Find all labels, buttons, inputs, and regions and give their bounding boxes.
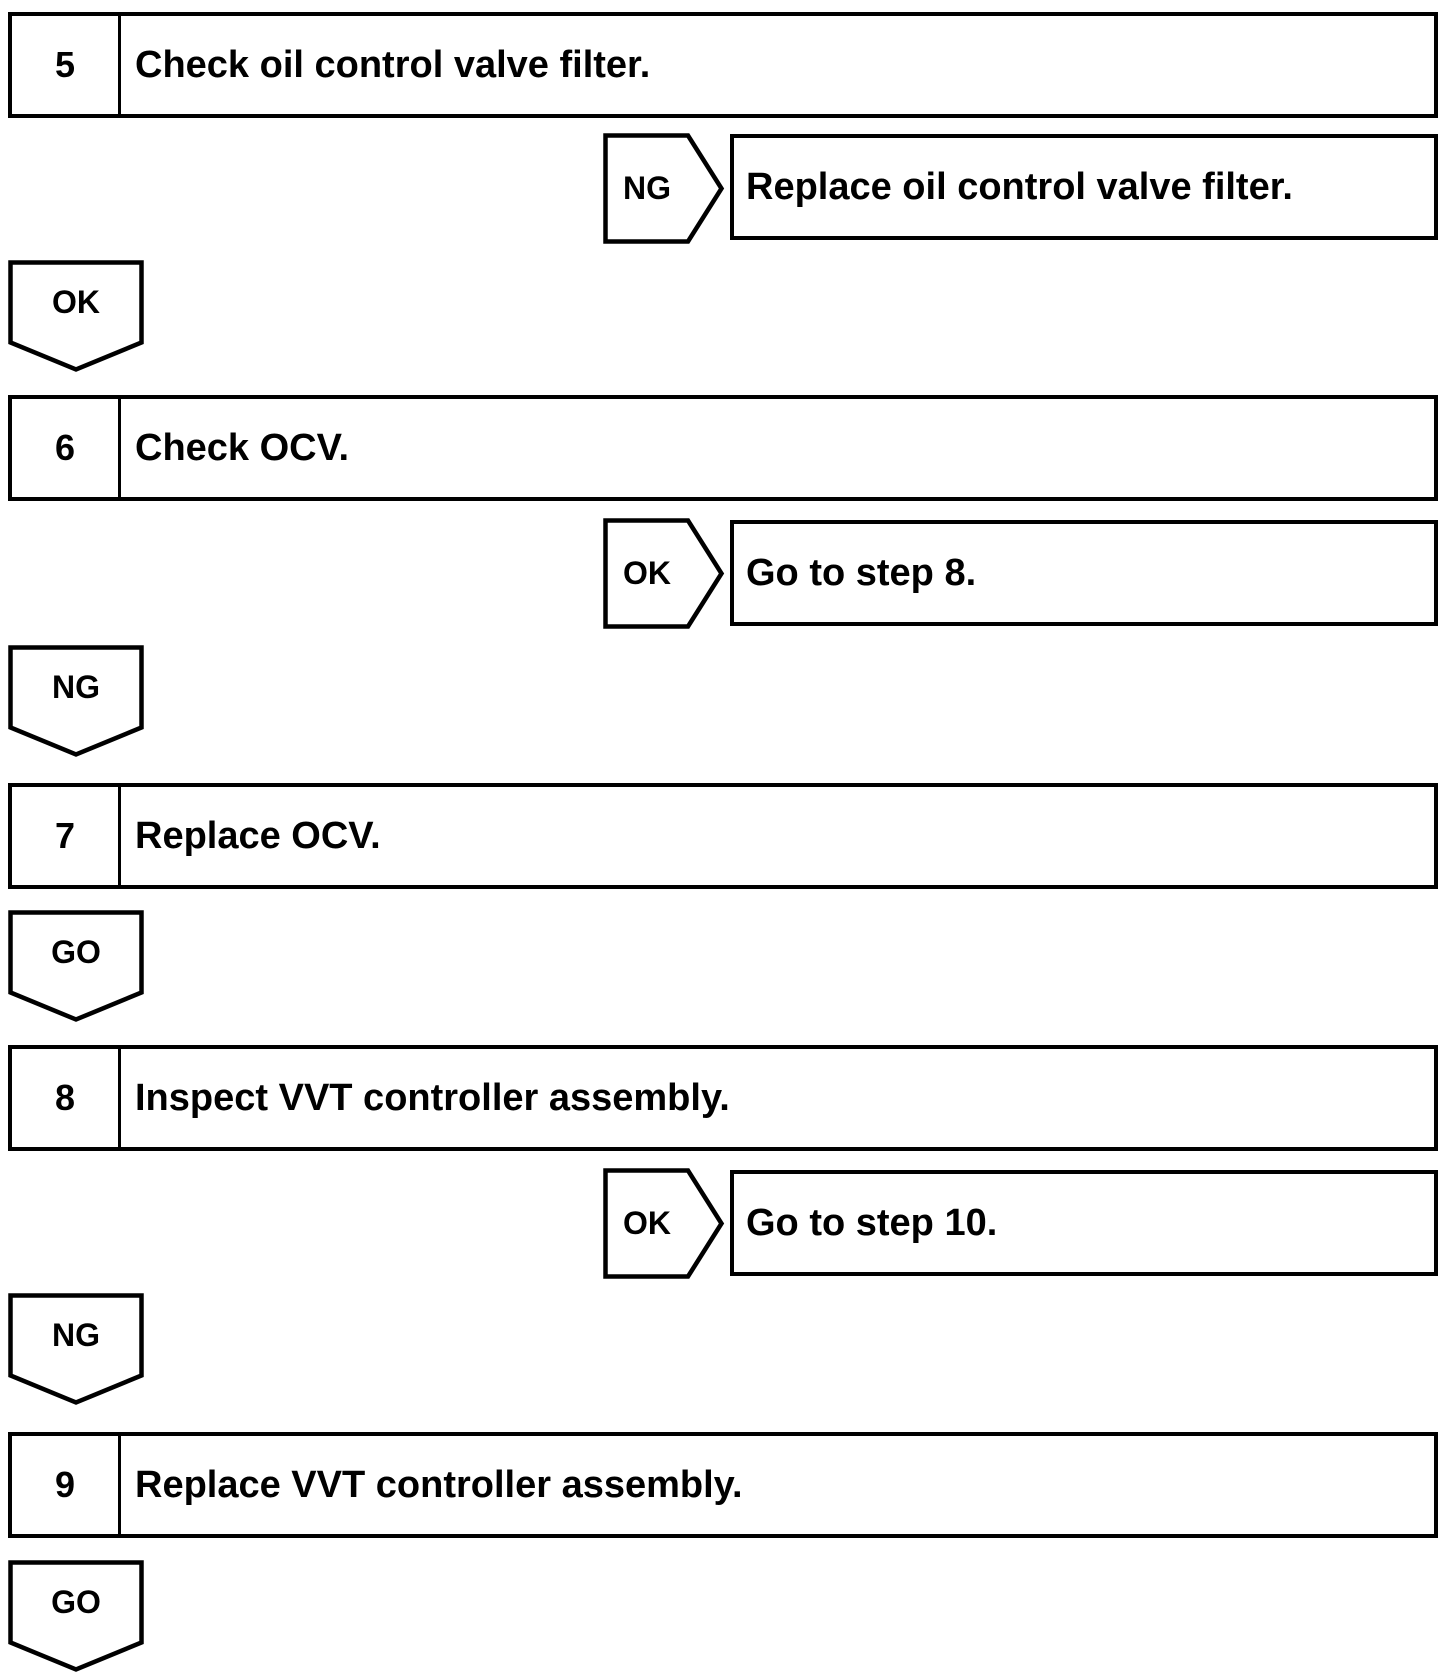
right-arrow-pentagon-icon bbox=[603, 518, 725, 629]
connector-go-step7: GO bbox=[8, 910, 144, 1022]
result-box-step6-ok: Go to step 8. bbox=[730, 520, 1438, 626]
down-arrow-pentagon-icon bbox=[8, 645, 144, 757]
result-text: Go to step 10. bbox=[746, 1201, 998, 1244]
result-box-step8-ok: Go to step 10. bbox=[730, 1170, 1438, 1276]
branch-label: OK bbox=[623, 1205, 671, 1241]
down-arrow-pentagon-icon bbox=[8, 260, 144, 372]
step-number: 5 bbox=[12, 16, 121, 114]
down-arrow-pentagon-icon bbox=[8, 910, 144, 1022]
branch-ok-step8: OK bbox=[603, 1168, 725, 1279]
step-action-text: Replace OCV. bbox=[135, 814, 381, 857]
connector-ng-step8: NG bbox=[8, 1293, 144, 1405]
result-text: Go to step 8. bbox=[746, 551, 977, 594]
branch-label: NG bbox=[623, 170, 671, 206]
connector-label: GO bbox=[51, 934, 101, 970]
connector-ng-step6: NG bbox=[8, 645, 144, 757]
step-number: 9 bbox=[12, 1436, 121, 1534]
right-arrow-pentagon-icon bbox=[603, 133, 725, 244]
step-action-text: Inspect VVT controller assembly. bbox=[135, 1076, 730, 1119]
connector-label: GO bbox=[51, 1584, 101, 1620]
connector-ok-step5: OK bbox=[8, 260, 144, 372]
step-box-6: 6 Check OCV. bbox=[8, 395, 1438, 501]
right-arrow-pentagon-icon bbox=[603, 1168, 725, 1279]
step-number: 6 bbox=[12, 399, 121, 497]
step-action-text: Replace VVT controller assembly. bbox=[135, 1463, 743, 1506]
connector-label: OK bbox=[52, 284, 100, 320]
step-number: 7 bbox=[12, 787, 121, 885]
connector-label: NG bbox=[52, 669, 100, 705]
branch-label: OK bbox=[623, 555, 671, 591]
result-text: Replace oil control valve filter. bbox=[746, 165, 1293, 208]
step-action-text: Check OCV. bbox=[135, 426, 350, 469]
connector-label: NG bbox=[52, 1317, 100, 1353]
down-arrow-pentagon-icon bbox=[8, 1560, 144, 1672]
branch-ok-step6: OK bbox=[603, 518, 725, 629]
step-box-9: 9 Replace VVT controller assembly. bbox=[8, 1432, 1438, 1538]
step-box-7: 7 Replace OCV. bbox=[8, 783, 1438, 889]
down-arrow-pentagon-icon bbox=[8, 1293, 144, 1405]
branch-ng-step5: NG bbox=[603, 133, 725, 244]
result-box-step5-ng: Replace oil control valve filter. bbox=[730, 134, 1438, 240]
step-number: 8 bbox=[12, 1049, 121, 1147]
step-box-5: 5 Check oil control valve filter. bbox=[8, 12, 1438, 118]
step-box-8: 8 Inspect VVT controller assembly. bbox=[8, 1045, 1438, 1151]
step-action-text: Check oil control valve filter. bbox=[135, 43, 651, 86]
connector-go-step9: GO bbox=[8, 1560, 144, 1672]
